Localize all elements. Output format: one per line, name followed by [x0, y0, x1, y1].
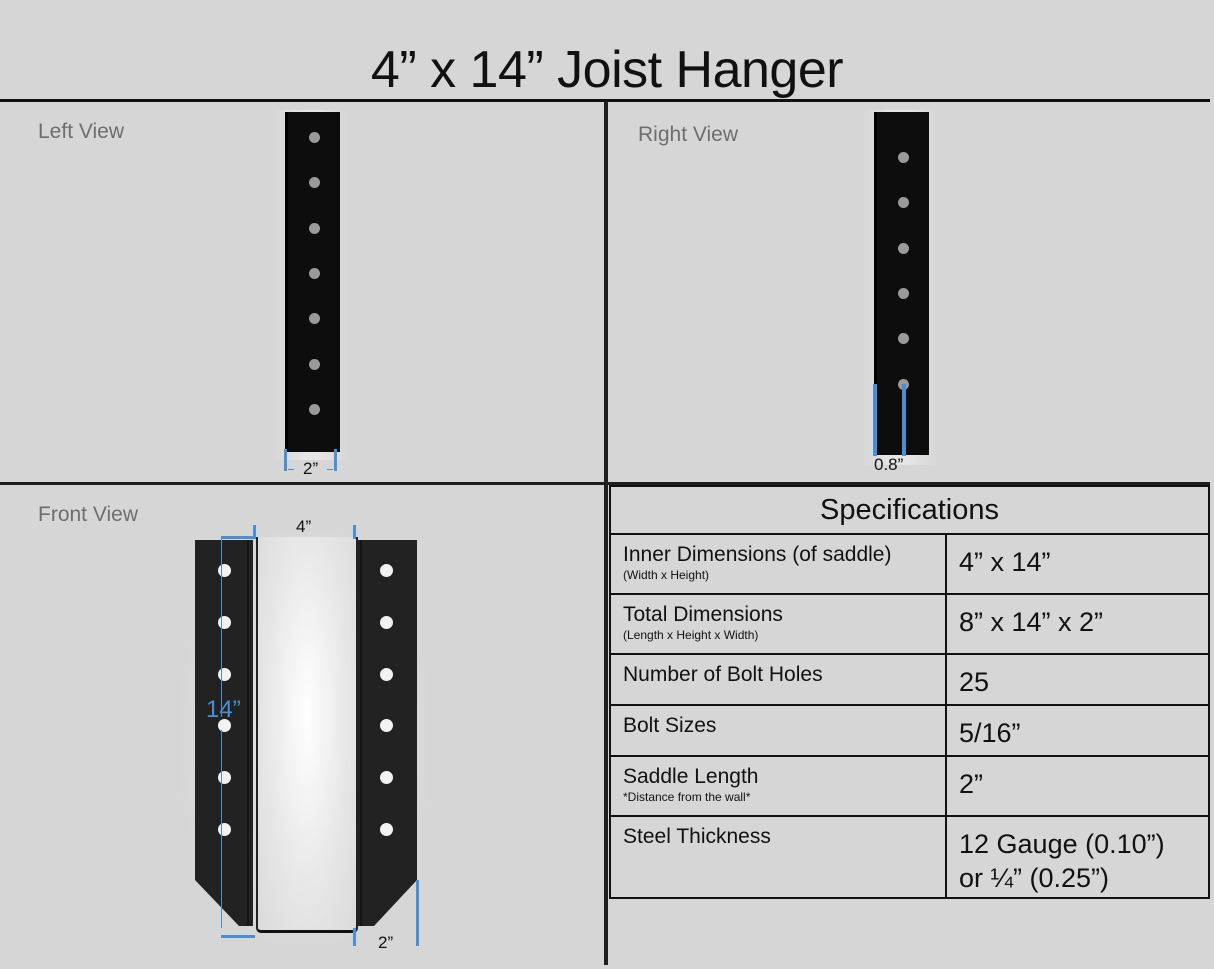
height-dimension-line — [221, 537, 222, 717]
dimension-line — [353, 928, 356, 946]
spec-label-cell: Steel Thickness — [609, 815, 947, 899]
right-flange — [356, 540, 417, 926]
table-row: Steel Thickness 12 Gauge (0.10”) or ¼” (… — [609, 815, 1210, 899]
height-dimension-line — [221, 730, 222, 928]
spec-label-cell: Inner Dimensions (of saddle) (Width x He… — [609, 533, 947, 595]
front-height-dimension: 14” — [206, 696, 241, 723]
spec-sublabel: (Width x Height) — [623, 568, 710, 582]
dimension-line — [873, 384, 877, 456]
middle-divider-left — [0, 482, 605, 485]
spec-value: 5/16” — [945, 704, 1210, 757]
spec-value-cell: 12 Gauge (0.10”) or ¼” (0.25”) — [945, 815, 1210, 899]
spec-header-row: Specifications — [609, 485, 1210, 535]
spec-label: Total Dimensions — [623, 603, 783, 626]
bolt-hole — [380, 823, 393, 836]
bolt-hole — [380, 668, 393, 681]
dimension-line — [327, 469, 333, 470]
dimension-line — [334, 449, 337, 471]
saddle-interior — [256, 537, 358, 933]
spec-value: 25 — [945, 653, 1210, 706]
bolt-hole — [380, 616, 393, 629]
bolt-hole — [218, 668, 231, 681]
spec-label-cell: Total Dimensions (Length x Height x Widt… — [609, 593, 947, 655]
specifications-table: Specifications Inner Dimensions (of sadd… — [609, 485, 1210, 899]
bolt-hole — [309, 404, 320, 415]
bolt-hole — [898, 333, 909, 344]
left-view-steel-plate — [285, 112, 340, 452]
table-row: Bolt Sizes 5/16” — [609, 704, 1210, 757]
right-view-steel-plate — [874, 112, 929, 455]
dimension-line — [221, 536, 255, 539]
spec-label: Bolt Sizes — [623, 714, 717, 737]
spec-value: 2” — [945, 755, 1210, 817]
left-flange — [195, 540, 253, 926]
bolt-hole — [898, 152, 909, 163]
bolt-hole — [380, 564, 393, 577]
middle-divider-right — [608, 482, 1210, 485]
front-width-dimension: 4” — [296, 517, 312, 536]
table-row: Saddle Length *Distance from the wall* 2… — [609, 755, 1210, 817]
dimension-line — [902, 384, 906, 456]
bolt-hole — [309, 223, 320, 234]
bolt-hole — [218, 771, 231, 784]
bolt-hole — [380, 719, 393, 732]
bolt-hole — [309, 177, 320, 188]
dimension-line — [288, 469, 294, 470]
bolt-hole — [309, 359, 320, 370]
spec-value-line2: or ¼” (0.25”) — [959, 863, 1110, 893]
dimension-line — [253, 525, 256, 539]
title-divider — [0, 99, 1210, 102]
spec-value: 8” x 14” x 2” — [945, 593, 1210, 655]
right-view-dimension: 0.8” — [874, 455, 904, 474]
spec-value: 12 Gauge (0.10”) — [959, 829, 1165, 859]
bolt-hole — [218, 616, 231, 629]
bolt-hole — [898, 197, 909, 208]
dimension-line — [353, 525, 356, 539]
spec-sublabel: *Distance from the wall* — [623, 790, 751, 804]
left-view-label: Left View — [38, 120, 124, 143]
left-view-dimension: 2” — [303, 459, 319, 478]
front-saddle-dimension: 2” — [378, 933, 394, 952]
spec-label: Saddle Length — [623, 765, 759, 788]
spec-label-cell: Number of Bolt Holes — [609, 653, 947, 706]
dimension-line — [221, 935, 255, 938]
dimension-line — [284, 449, 287, 471]
bolt-hole — [898, 288, 909, 299]
table-row: Total Dimensions (Length x Height x Widt… — [609, 593, 1210, 655]
bolt-hole — [309, 132, 320, 143]
spec-label: Inner Dimensions (of saddle) — [623, 543, 892, 566]
specifications-heading: Specifications — [609, 485, 1210, 535]
spec-label-cell: Bolt Sizes — [609, 704, 947, 757]
page-title: 4” x 14” Joist Hanger — [370, 41, 844, 99]
spec-label: Number of Bolt Holes — [623, 663, 823, 686]
bolt-hole — [218, 823, 231, 836]
vertical-divider — [604, 101, 608, 965]
bolt-hole — [218, 564, 231, 577]
spec-label: Steel Thickness — [623, 825, 771, 848]
spec-label-cell: Saddle Length *Distance from the wall* — [609, 755, 947, 817]
table-row: Inner Dimensions (of saddle) (Width x He… — [609, 533, 1210, 595]
table-row: Number of Bolt Holes 25 — [609, 653, 1210, 706]
spec-sublabel: (Length x Height x Width) — [623, 628, 759, 642]
bolt-hole — [309, 268, 320, 279]
dimension-line — [416, 880, 419, 946]
bolt-hole — [898, 243, 909, 254]
front-view-label: Front View — [38, 503, 138, 526]
bolt-hole — [309, 313, 320, 324]
spec-value: 4” x 14” — [945, 533, 1210, 595]
right-view-label: Right View — [638, 123, 738, 146]
bolt-hole — [218, 719, 231, 732]
bolt-hole — [380, 771, 393, 784]
